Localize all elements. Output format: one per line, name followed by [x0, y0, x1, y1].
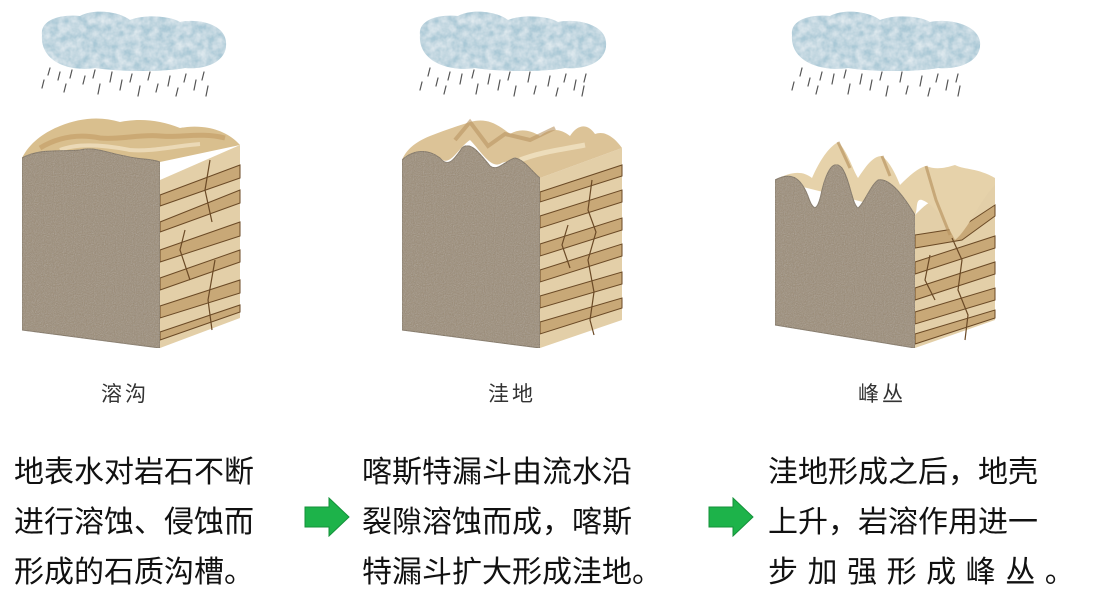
- cloud-icon: [41, 11, 227, 71]
- description-line: 进行溶蚀、侵蚀而: [14, 505, 254, 540]
- description-line: 洼地形成之后，地壳: [768, 455, 1038, 490]
- arrow-right-icon: [708, 497, 754, 537]
- arrow-right-icon: [304, 497, 350, 537]
- rain-icon: [419, 67, 587, 97]
- stage-1-description: 地表水对岩石不断 进行溶蚀、侵蚀而 形成的石质沟槽。: [14, 448, 254, 598]
- description-line: 裂隙溶蚀而成，喀斯: [362, 505, 632, 540]
- description-line: 特漏斗扩大形成洼地。: [362, 555, 662, 590]
- stage-2-label: 洼地: [488, 382, 536, 406]
- stage-2-description: 喀斯特漏斗由流水沿 裂隙溶蚀而成，喀斯 特漏斗扩大形成洼地。: [362, 448, 662, 598]
- rain-icon: [791, 67, 961, 97]
- description-line: 步 加 强 形 成 峰 丛 。: [768, 555, 1075, 590]
- description-line: 上升，岩溶作用进一: [768, 505, 1038, 540]
- rock-block-icon: [401, 118, 623, 349]
- stage-3-illustration: [774, 11, 996, 349]
- rock-block-icon: [21, 118, 241, 349]
- cloud-icon: [419, 11, 607, 71]
- rain-icon: [41, 67, 209, 97]
- stage-3-description: 洼地形成之后，地壳 上升，岩溶作用进一 步 加 强 形 成 峰 丛 。: [768, 448, 1075, 598]
- stage-3-label: 峰丛: [858, 382, 906, 406]
- stage-1-illustration: [21, 11, 241, 349]
- stage-2-illustration: [401, 11, 623, 349]
- rock-block-icon: [774, 141, 996, 349]
- stage-1-label: 溶沟: [101, 382, 149, 406]
- description-line: 喀斯特漏斗由流水沿: [362, 455, 632, 490]
- cloud-icon: [791, 11, 981, 71]
- description-line: 形成的石质沟槽。: [14, 555, 254, 590]
- description-line: 地表水对岩石不断: [14, 455, 254, 490]
